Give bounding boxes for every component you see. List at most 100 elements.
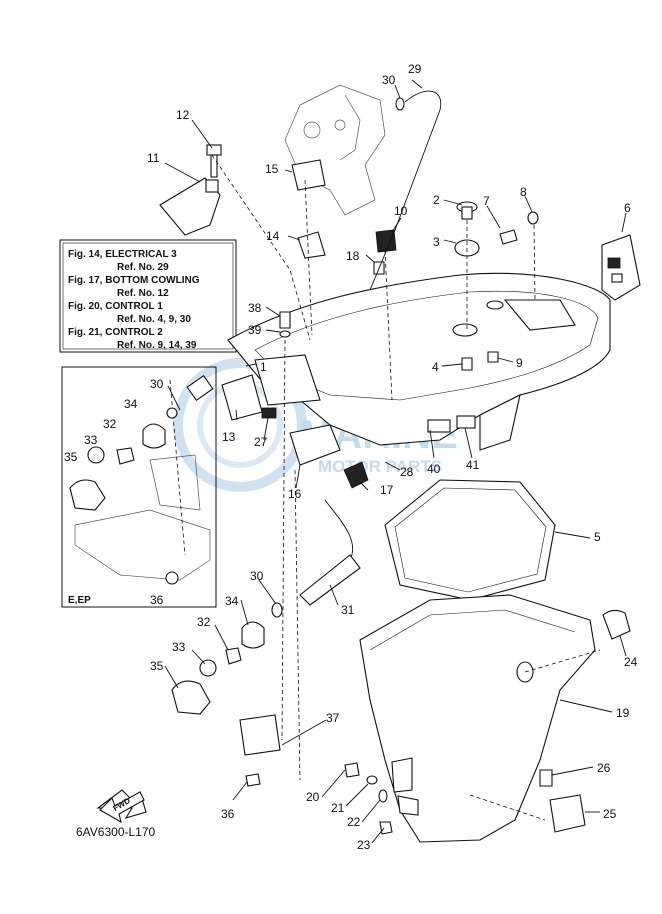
callout-18: 18 (346, 249, 360, 263)
callout-6: 6 (624, 201, 631, 215)
part-37-bracket (239, 714, 281, 756)
callout-32: 32 (197, 615, 211, 629)
callout-37: 37 (326, 711, 340, 725)
part-31-hose (299, 499, 361, 606)
callout-35: 35 (150, 659, 164, 673)
callout-2: 2 (433, 193, 440, 207)
callout-12: 12 (176, 108, 190, 122)
part-12-bolt (206, 144, 222, 178)
part-8-washer (527, 211, 539, 225)
inset-callout-36: 36 (150, 593, 164, 607)
callout-11: 11 (147, 151, 160, 165)
part-7-screw (499, 229, 518, 245)
part-14-clip (297, 231, 326, 259)
part-4-collar (461, 357, 473, 371)
reference-box: Fig. 14, ELECTRICAL 3 Ref. No. 29 Fig. 1… (59, 239, 237, 353)
callout-39: 39 (248, 323, 262, 337)
callout-24: 24 (624, 655, 638, 669)
callout-41: 41 (466, 458, 480, 472)
watermark-line2: MOTOR PARTS (318, 457, 442, 476)
inset-callout-34: 34 (124, 397, 138, 411)
part-15-clip (291, 159, 326, 191)
part-21-washer (366, 775, 378, 785)
part-22-washer (378, 789, 388, 803)
ref-fig-14: Fig. 14, ELECTRICAL 3 (68, 249, 177, 260)
callout-33: 33 (172, 640, 186, 654)
inset-callout-labels: 30 32 33 34 35 36 (64, 377, 164, 607)
part-11-bracket (159, 177, 221, 236)
part-33-washer (199, 659, 217, 677)
ref-fig-21-refno: Ref. No. 9, 14, 39 (117, 340, 197, 351)
callout-15: 15 (265, 162, 279, 176)
callout-28: 28 (400, 465, 414, 479)
callout-8: 8 (520, 185, 527, 199)
callout-26: 26 (597, 761, 611, 775)
fwd-arrow-icon: FWD (96, 789, 147, 824)
inset-callout-33: 33 (84, 433, 98, 447)
callout-29: 29 (408, 62, 422, 76)
callout-31: 31 (341, 603, 355, 617)
callout-20: 20 (306, 790, 320, 804)
callout-23: 23 (357, 838, 371, 852)
alignment-lines (211, 154, 536, 781)
inset-callout-35: 35 (64, 450, 78, 464)
callout-40: 40 (427, 462, 441, 476)
part-26-clip (539, 769, 553, 787)
callout-labels: 1 2 3 4 5 6 7 8 9 10 11 12 13 14 15 16 1… (147, 62, 638, 852)
callout-10: 10 (394, 204, 408, 218)
callout-34: 34 (225, 594, 239, 608)
part-24-plug (602, 609, 631, 640)
callout-30: 30 (250, 569, 264, 583)
part-30-clip-top (395, 97, 405, 111)
part-16-cover (289, 424, 341, 466)
ref-fig-17: Fig. 17, BOTTOM COWLING (68, 275, 200, 286)
part-9-nut (487, 351, 499, 363)
callout-7: 7 (483, 194, 490, 208)
part-30-clip (271, 602, 283, 618)
diagram-code: 6AV6300-L170 (76, 825, 156, 839)
callout-5: 5 (594, 530, 601, 544)
part-20-screw (344, 762, 360, 778)
bottom-cowling-tray (227, 272, 611, 451)
ref-fig-20: Fig. 20, CONTROL 1 (68, 301, 163, 312)
callout-27: 27 (254, 435, 268, 449)
part-35-mount (171, 680, 211, 715)
part-36-screw (245, 773, 261, 787)
callout-17: 17 (380, 483, 394, 497)
callout-30-top: 30 (382, 73, 396, 87)
inset-callout-32: 32 (103, 417, 117, 431)
ref-fig-20-refno: Ref. No. 4, 9, 30 (117, 314, 191, 325)
callout-4: 4 (432, 360, 439, 374)
callout-38: 38 (248, 301, 262, 315)
part-17-grommet (343, 461, 369, 489)
part-25-cover (549, 794, 586, 833)
callout-14: 14 (266, 229, 280, 243)
lower-cowling (359, 594, 601, 843)
part-39-washer (279, 330, 291, 338)
callout-3: 3 (433, 235, 440, 249)
callout-13: 13 (222, 430, 236, 444)
callout-25: 25 (603, 807, 617, 821)
engine-ghost-outline (284, 84, 386, 216)
seal-ring (384, 479, 556, 601)
part-6-bracket (601, 234, 641, 301)
ref-fig-17-refno: Ref. No. 12 (117, 288, 169, 299)
part-38-screw (279, 311, 291, 329)
part-1-bracket (254, 354, 321, 406)
callout-22: 22 (347, 815, 361, 829)
inset-variant-label: E,EP (68, 595, 91, 606)
callout-9: 9 (516, 356, 523, 370)
part-10-grommet (375, 229, 397, 253)
ref-fig-21: Fig. 21, CONTROL 2 (68, 327, 163, 338)
callout-21: 21 (331, 801, 345, 815)
callout-16: 16 (288, 487, 302, 501)
part-27-plug (261, 407, 277, 419)
part-32-bolt (225, 647, 242, 665)
inset-box-e-ep: E,EP (61, 366, 217, 608)
callout-19: 19 (616, 706, 630, 720)
ref-fig-14-refno: Ref. No. 29 (117, 262, 169, 273)
callout-36: 36 (221, 807, 235, 821)
part-13-plate (221, 374, 263, 421)
part-23-nut (379, 821, 393, 835)
